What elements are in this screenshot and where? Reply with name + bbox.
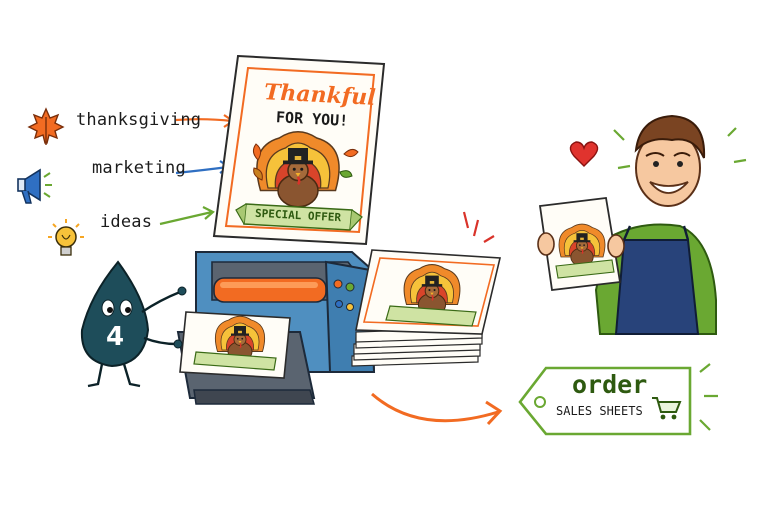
printed-poster (212, 54, 386, 246)
mascot-number: 4 (106, 322, 125, 352)
poster-subline: FOR YOU! (275, 108, 349, 130)
happy-person (537, 114, 747, 335)
tag-order-text: order (572, 370, 648, 399)
order-tag (518, 363, 718, 436)
tag-sales-sheets-text: SALES SHEETS (556, 404, 643, 418)
tray-sheet (179, 311, 291, 379)
ink-drop-mascot (80, 260, 187, 388)
megaphone-icon (17, 168, 52, 204)
heart-icon (569, 141, 599, 167)
cart-icon (652, 397, 682, 420)
lightbulb-icon (48, 219, 84, 256)
arrow-ideas (159, 210, 213, 226)
label-marketing: marketing (92, 158, 186, 178)
maple-leaf-icon (27, 107, 65, 145)
label-ideas: ideas (100, 212, 153, 232)
arrow-to-order (371, 392, 499, 423)
poster-stack (351, 211, 501, 367)
arrow-thanksgiving (175, 118, 233, 123)
label-thanksgiving: thanksgiving (76, 110, 202, 130)
